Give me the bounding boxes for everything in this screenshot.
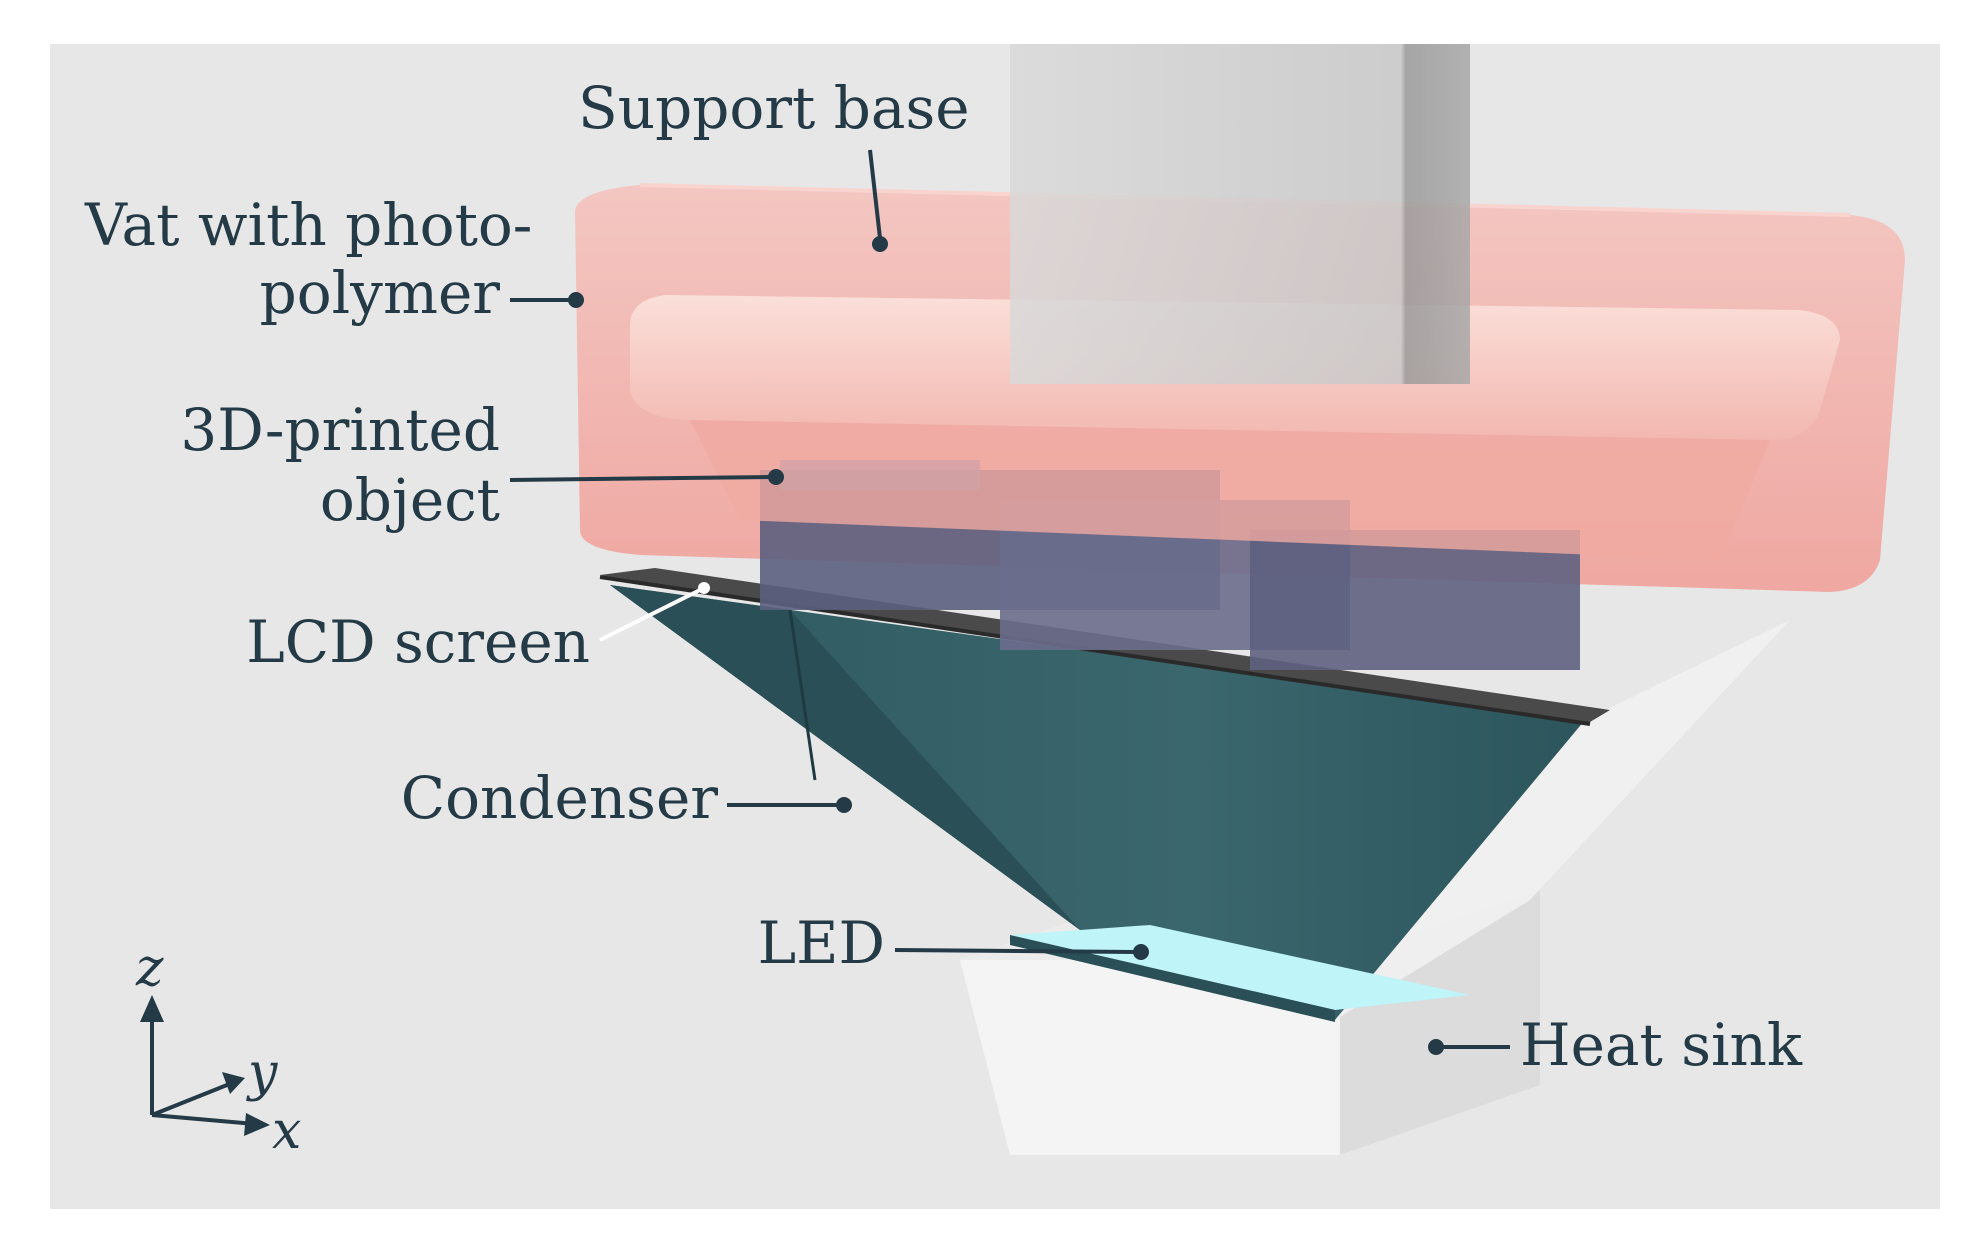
label-heat-sink: Heat sink [1520, 1011, 1803, 1079]
label-vat-line2: polymer [260, 259, 501, 327]
axis-triad [140, 995, 270, 1136]
label-vat-line1: Vat with photo- [84, 191, 532, 259]
condenser [610, 585, 1790, 1020]
support-shaft [1010, 44, 1470, 384]
label-support-base: Support base [578, 74, 970, 142]
label-condenser: Condenser [401, 764, 719, 832]
led [1010, 925, 1470, 1022]
label-object-line2: object [320, 466, 500, 534]
label-lcd-screen: LCD screen [246, 608, 590, 676]
axis-label-z: z [135, 938, 164, 998]
label-object-line1: 3D-printed [180, 396, 500, 464]
label-led: LED [758, 909, 885, 977]
axis-label-x: x [272, 1101, 301, 1161]
heat-sink-fins [966, 995, 1322, 1154]
leader-lines [509, 149, 1510, 1055]
axis-label-y: y [246, 1043, 278, 1103]
